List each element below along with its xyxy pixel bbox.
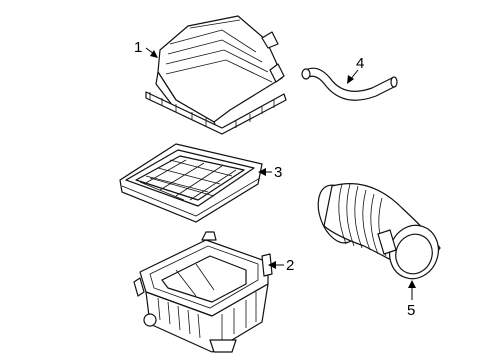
breather-hose xyxy=(301,67,398,101)
callout-label-4: 4 xyxy=(356,55,364,72)
air-cleaner-cover xyxy=(145,15,287,135)
callout-label-5: 5 xyxy=(407,302,415,319)
callout-3: 3 xyxy=(258,164,282,181)
callout-1: 1 xyxy=(134,39,158,58)
callout-label-3: 3 xyxy=(274,164,282,181)
callout-label-1: 1 xyxy=(134,39,142,56)
air-cleaner-housing xyxy=(133,231,273,353)
callout-2: 2 xyxy=(268,257,294,274)
callout-5: 5 xyxy=(407,280,416,319)
air-filter-element xyxy=(119,143,263,223)
callout-4: 4 xyxy=(347,55,364,84)
callout-label-2: 2 xyxy=(286,257,294,274)
intake-duct xyxy=(317,183,441,280)
